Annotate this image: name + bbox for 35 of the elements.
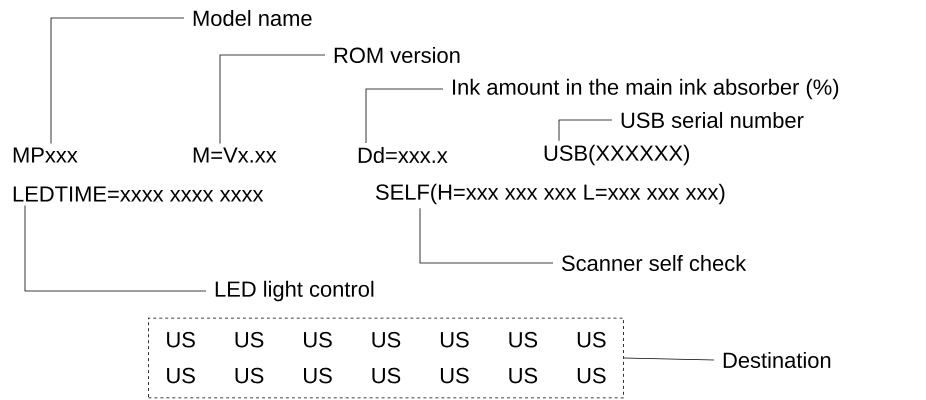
code-text: US bbox=[304, 368, 332, 384]
leader-line bbox=[420, 208, 554, 264]
code-text: US bbox=[167, 332, 195, 348]
code-text: LEDTIME=xxxx xxxx xxxx bbox=[14, 186, 264, 202]
leader-line bbox=[558, 120, 612, 142]
code-text: US bbox=[578, 368, 606, 384]
callout-label: LED light control bbox=[216, 280, 374, 302]
leader-line bbox=[50, 18, 184, 144]
code-text: US bbox=[236, 368, 264, 384]
code-text: USB(XXXXXX) bbox=[544, 144, 690, 166]
code-text: Dd=xxx.x bbox=[358, 146, 448, 164]
code-text: US bbox=[509, 368, 538, 384]
code-text: US bbox=[372, 368, 400, 384]
leader-line bbox=[623, 358, 714, 360]
callout-label: ROM version bbox=[334, 46, 460, 64]
callout-label: Model name bbox=[194, 10, 312, 26]
callout-label: Scanner self check bbox=[562, 254, 746, 272]
code-text: US bbox=[304, 332, 332, 348]
leader-line bbox=[220, 54, 326, 144]
dashed-box bbox=[148, 318, 624, 398]
code-text: US bbox=[167, 368, 195, 384]
code-text: US bbox=[578, 332, 606, 348]
callout-label: Destination bbox=[724, 352, 830, 368]
callout-label: USB serial number bbox=[622, 112, 804, 128]
callout-label: Ink amount in the main ink absorber (%) bbox=[453, 78, 838, 100]
leader-line bbox=[366, 88, 444, 144]
code-text: M=Vx.xx bbox=[194, 147, 276, 163]
code-text: US bbox=[236, 332, 264, 348]
code-text: US bbox=[509, 332, 538, 348]
code-text: US bbox=[372, 332, 400, 348]
leader-line bbox=[24, 205, 206, 292]
code-text: SELF(H=xxx xxx xxx L=xxx xxx xxx) bbox=[376, 184, 724, 204]
code-text: US bbox=[440, 368, 469, 384]
code-text: US bbox=[440, 332, 469, 348]
code-text: MPxxx bbox=[14, 147, 78, 163]
